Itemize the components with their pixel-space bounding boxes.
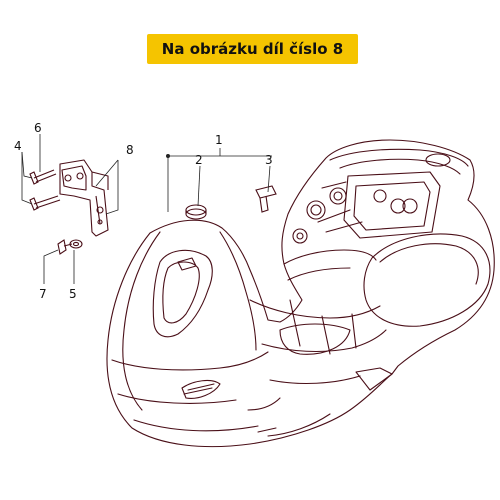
scooter-frame <box>106 139 495 448</box>
callout-1: 1 <box>215 133 223 147</box>
callout-5: 5 <box>69 287 77 301</box>
part-number-banner: Na obrázku díl číslo 8 <box>147 34 358 64</box>
clip-part-3 <box>255 185 277 213</box>
washer-part-5 <box>69 239 83 249</box>
bolt-part-6 <box>29 169 57 185</box>
callout-7: 7 <box>39 287 47 301</box>
grommet-part-2 <box>185 204 207 220</box>
callout-4: 4 <box>14 139 22 153</box>
callout-8: 8 <box>126 143 134 157</box>
bolt-part-4 <box>29 195 61 211</box>
banner-text: Na obrázku díl číslo 8 <box>161 40 344 58</box>
callout-6: 6 <box>34 121 42 135</box>
callout-2: 2 <box>195 153 203 167</box>
leader-lines <box>21 134 272 284</box>
bracket-part-8 <box>59 159 109 237</box>
screw-part-7 <box>57 239 73 255</box>
callout-3: 3 <box>265 153 273 167</box>
